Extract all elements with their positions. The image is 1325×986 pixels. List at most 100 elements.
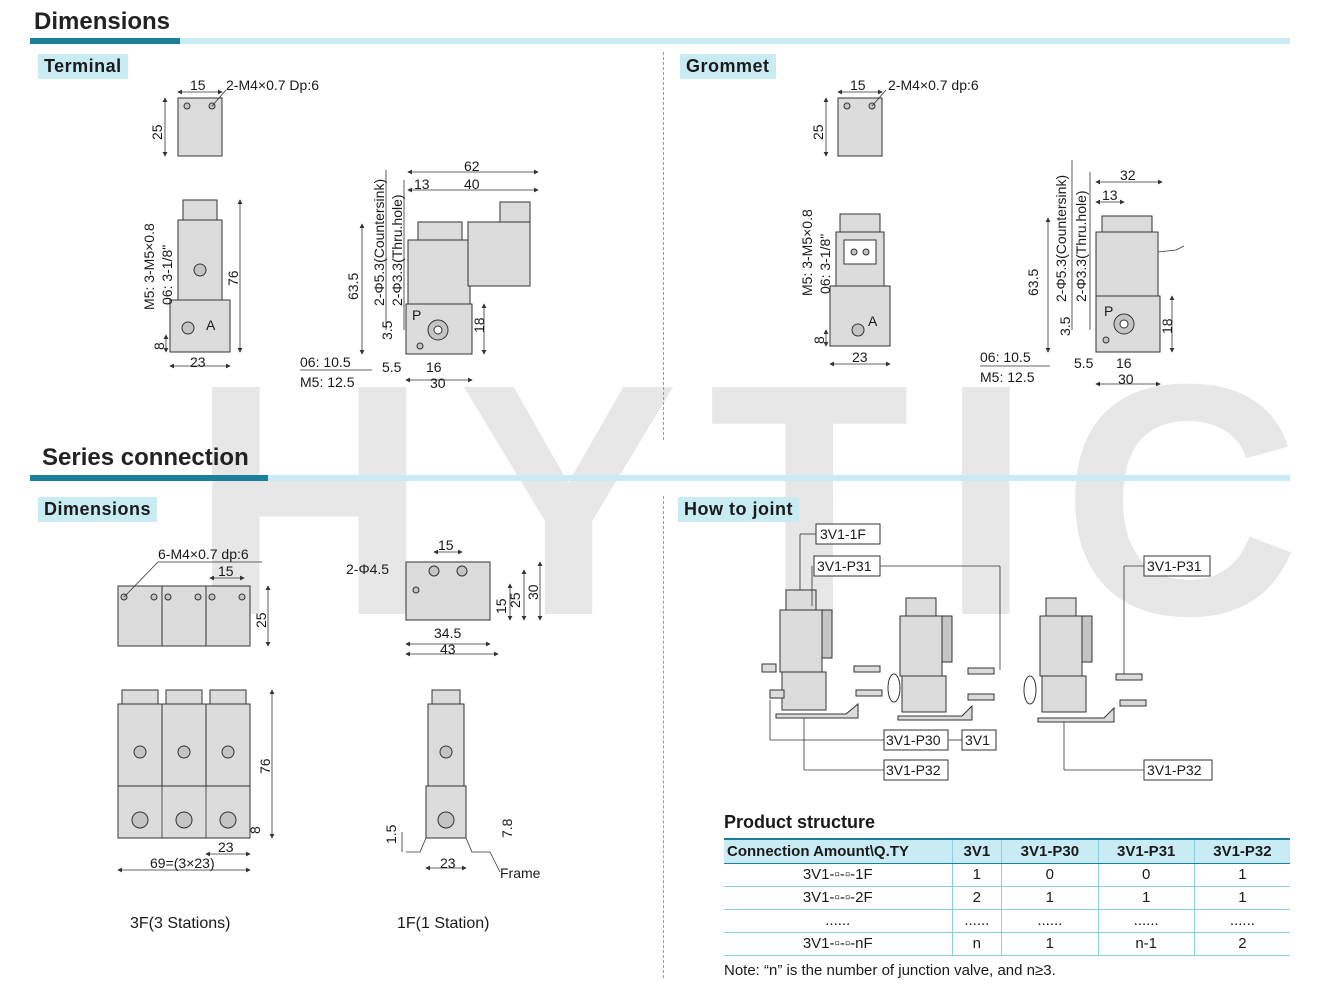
joint-callout: 3V1-P32 [886,762,941,778]
terminal-label: 13 [414,176,430,192]
series-label: 25 [507,592,523,608]
terminal-label: 63.5 [345,273,361,300]
grommet-drawing: 15 2-M4×0.7 dp:6 25 M5: 3-M5×0.8 06: 3-1… [799,77,1185,387]
terminal-label: 2-M4×0.7 Dp:6 [226,77,319,93]
table-cell: 2 [951,886,1002,910]
series-label: 25 [253,612,269,628]
table-cell: 0 [1097,863,1195,887]
grommet-label: M5: 12.5 [980,369,1035,385]
grommet-label: 16 [1116,355,1132,371]
grommet-label: 3.5 [1057,316,1073,336]
terminal-label: 25 [149,124,165,140]
table-cell: ...... [1097,909,1195,933]
caption-3f: 3F(3 Stations) [130,915,231,932]
joint-callout: 3V1-P30 [886,732,941,748]
table-cell: 0 [1001,863,1099,887]
terminal-label: A [206,317,216,333]
grommet-label: 23 [852,349,868,365]
divider-top [663,52,664,440]
joint-callout: 3V1-P31 [817,558,872,574]
grommet-label: 30 [1118,371,1134,387]
header-rule [30,38,1290,44]
series-label: 6-M4×0.7 dp:6 [158,546,249,562]
divider-bottom [663,496,664,978]
table-cell: 2 [1193,932,1290,956]
joint-callout: 3V1 [965,732,990,748]
series-label: Frame [500,865,541,881]
table-cell: ...... [1001,909,1099,933]
grommet-label: 2-Φ3.3(Thru.hole) [1073,190,1089,302]
joint-callout: 3V1-P31 [1147,558,1202,574]
terminal-label: 16 [426,359,442,375]
grommet-title: Grommet [680,54,776,79]
grommet-label: 15 [850,77,866,93]
table-cell: 1 [1001,886,1099,910]
grommet-label: 13 [1102,187,1118,203]
table-cell: 3V1-▫-▫-nF [724,932,952,956]
table-header: 3V1-P31 [1097,838,1195,864]
table-cell: 1 [1097,886,1195,910]
series-label: 76 [257,758,273,774]
grommet-label: 18 [1159,318,1175,334]
series-label: 30 [525,584,541,600]
table-row: ...... ...... ...... ...... ...... [724,909,1290,933]
terminal-label: 40 [464,176,480,192]
terminal-label: 8 [151,342,167,350]
grommet-label: 63.5 [1025,269,1041,296]
table-header: 3V1-P32 [1193,838,1290,864]
terminal-label: 30 [430,375,446,391]
table-header: 3V1-P30 [1001,838,1099,864]
grommet-label: 8 [811,336,827,344]
product-structure-table: Connection Amount\Q.TY 3V1 3V1-P30 3V1-P… [724,838,1290,956]
caption-1f: 1F(1 Station) [397,915,490,932]
series-title: Series connection [42,444,249,471]
table-cell: 3V1-▫-▫-1F [724,863,952,887]
how-to-joint-title: How to joint [678,497,799,522]
terminal-drawing: 15 2-M4×0.7 Dp:6 25 M5: 3-M5×0.8 06: 3-1… [141,77,539,391]
dimensions-title: Dimensions [34,8,171,35]
product-structure-title: Product structure [724,812,876,832]
grommet-label: 06: 10.5 [980,349,1031,365]
table-cell: 3V1-▫-▫-2F [724,886,952,910]
terminal-label: 23 [190,354,206,370]
terminal-label: 5.5 [382,359,402,375]
series-label: 69=(3×23) [150,855,215,871]
series-label: 34.5 [434,625,461,641]
table-header: Connection Amount\Q.TY [724,838,952,864]
table-header: 3V1 [951,838,1002,864]
grommet-label: 5.5 [1074,355,1094,371]
table-row: 3V1-▫-▫-1F 1 0 0 1 [724,863,1290,887]
terminal-label: 62 [464,158,480,174]
table-cell: n-1 [1097,932,1195,956]
grommet-label: 32 [1120,167,1136,183]
series-label: 15 [438,537,454,553]
series-label: 15 [493,598,509,614]
grommet-label: 25 [810,124,826,140]
terminal-label: M5: 12.5 [300,374,355,390]
table-cell: 1 [1193,886,1290,910]
terminal-label: M5: 3-M5×0.8 [141,223,157,310]
series-label: 15 [218,563,234,579]
terminal-label: 15 [190,77,206,93]
joint-callout: 3V1-P32 [1147,762,1202,778]
grommet-label: A [868,313,878,329]
grommet-label: M5: 3-M5×0.8 [799,209,815,296]
series-label: 7.8 [499,818,515,838]
series-label: 23 [218,839,234,855]
grommet-label: 06: 3-1/8" [817,234,833,294]
terminal-label: 2-Φ5.3(Countersink) [371,179,387,306]
series-label: 1.5 [383,824,399,844]
series-label: 43 [440,641,456,657]
table-row: 3V1-▫-▫-2F 2 1 1 1 [724,886,1290,910]
grommet-label: P [1104,303,1113,319]
joint-callout: 3V1-1F [820,526,866,542]
terminal-label: P [412,307,421,323]
series-label: 8 [247,826,263,834]
terminal-label: 18 [471,317,487,333]
table-cell: n [951,932,1002,956]
series-dimensions-drawing: 6-M4×0.7 dp:6 15 25 76 8 23 69=(3×23) 2-… [117,537,543,881]
series-dimensions-title: Dimensions [38,497,158,522]
table-cell: ...... [951,909,1002,933]
table-cell: ...... [724,909,952,933]
